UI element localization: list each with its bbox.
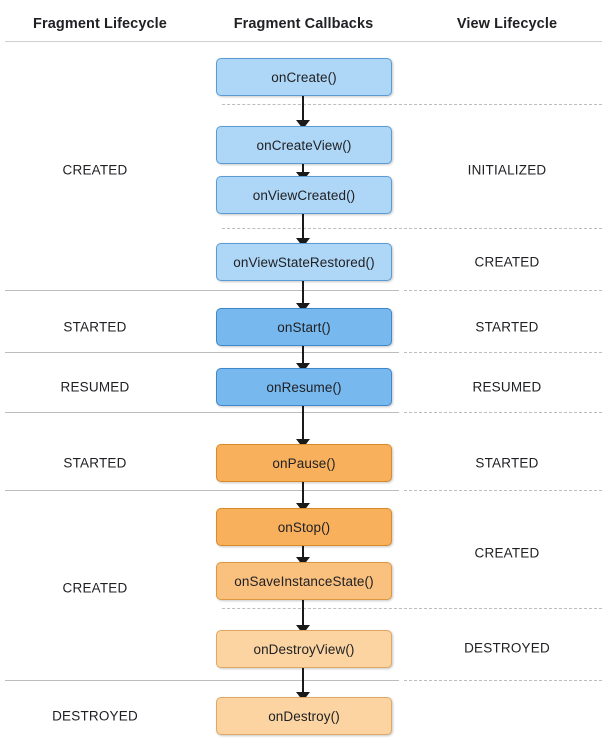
fragment-lifecycle-state-2: RESUMED bbox=[60, 379, 130, 395]
arrow-line-2 bbox=[302, 214, 304, 238]
arrow-line-5 bbox=[302, 406, 304, 439]
column-header-view-lifecycle: View Lifecycle bbox=[456, 16, 558, 32]
view-lifecycle-state-4: STARTED bbox=[475, 455, 539, 471]
column-header-fragment-lifecycle: Fragment Lifecycle bbox=[33, 16, 167, 32]
callback-box-ondestroy[interactable]: onDestroy() bbox=[216, 697, 392, 735]
view-lifecycle-state-5: CREATED bbox=[474, 545, 540, 561]
fragment-lifecycle-state-3: STARTED bbox=[63, 455, 127, 471]
callback-box-onstop[interactable]: onStop() bbox=[216, 508, 392, 546]
divider-solid-left-1 bbox=[5, 352, 399, 353]
callback-box-oncreate[interactable]: onCreate() bbox=[216, 58, 392, 96]
arrow-line-4 bbox=[302, 346, 304, 363]
fragment-lifecycle-state-5: DESTROYED bbox=[52, 708, 138, 724]
divider-dashed-right-2 bbox=[404, 290, 602, 291]
callback-box-onresume[interactable]: onResume() bbox=[216, 368, 392, 406]
divider-dashed-center-2 bbox=[222, 608, 402, 609]
arrow-head-2 bbox=[296, 238, 310, 247]
divider-solid-left-0 bbox=[5, 290, 399, 291]
arrow-head-6 bbox=[296, 503, 310, 512]
header-divider bbox=[5, 41, 602, 42]
callback-box-onsaveinstancestate[interactable]: onSaveInstanceState() bbox=[216, 562, 392, 600]
divider-dashed-right-7 bbox=[404, 680, 602, 681]
divider-dashed-right-0 bbox=[404, 104, 602, 105]
callback-box-onviewcreated[interactable]: onViewCreated() bbox=[216, 176, 392, 214]
fragment-lifecycle-state-4: CREATED bbox=[62, 580, 128, 596]
divider-dashed-right-6 bbox=[404, 608, 602, 609]
arrow-line-9 bbox=[302, 668, 304, 692]
view-lifecycle-state-1: CREATED bbox=[474, 254, 540, 270]
arrow-head-3 bbox=[296, 303, 310, 312]
callback-box-onstart[interactable]: onStart() bbox=[216, 308, 392, 346]
arrow-line-6 bbox=[302, 482, 304, 503]
arrow-line-7 bbox=[302, 546, 304, 557]
divider-dashed-right-1 bbox=[404, 228, 602, 229]
view-lifecycle-state-6: DESTROYED bbox=[464, 640, 550, 656]
arrow-head-5 bbox=[296, 439, 310, 448]
arrow-head-4 bbox=[296, 363, 310, 372]
callback-box-onviewstaterestored[interactable]: onViewStateRestored() bbox=[216, 243, 392, 281]
divider-solid-left-2 bbox=[5, 412, 399, 413]
view-lifecycle-state-0: INITIALIZED bbox=[467, 162, 547, 178]
fragment-lifecycle-state-0: CREATED bbox=[62, 162, 128, 178]
arrow-head-7 bbox=[296, 557, 310, 566]
arrow-line-1 bbox=[302, 164, 304, 172]
divider-dashed-center-1 bbox=[222, 228, 402, 229]
divider-dashed-right-5 bbox=[404, 490, 602, 491]
column-header-fragment-callbacks: Fragment Callbacks bbox=[233, 16, 374, 32]
view-lifecycle-state-2: STARTED bbox=[475, 319, 539, 335]
divider-solid-left-3 bbox=[5, 490, 399, 491]
arrow-line-8 bbox=[302, 600, 304, 625]
callback-box-ondestroyview[interactable]: onDestroyView() bbox=[216, 630, 392, 668]
divider-solid-left-4 bbox=[5, 680, 399, 681]
arrow-head-0 bbox=[296, 120, 310, 129]
divider-dashed-center-0 bbox=[222, 104, 402, 105]
arrow-head-9 bbox=[296, 692, 310, 701]
view-lifecycle-state-3: RESUMED bbox=[472, 379, 542, 395]
arrow-line-3 bbox=[302, 281, 304, 303]
callback-box-onpause[interactable]: onPause() bbox=[216, 444, 392, 482]
arrow-head-8 bbox=[296, 625, 310, 634]
arrow-line-0 bbox=[302, 96, 304, 120]
divider-dashed-right-4 bbox=[404, 412, 602, 413]
fragment-lifecycle-state-1: STARTED bbox=[63, 319, 127, 335]
callback-box-oncreateview[interactable]: onCreateView() bbox=[216, 126, 392, 164]
divider-dashed-right-3 bbox=[404, 352, 602, 353]
